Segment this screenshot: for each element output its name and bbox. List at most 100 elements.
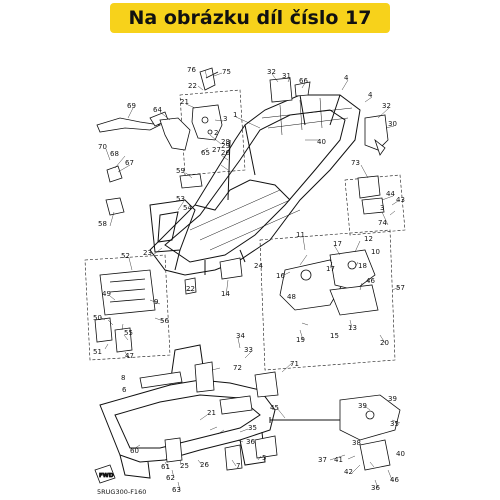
part-59 bbox=[179, 173, 203, 189]
banner-title: Na obrázku díl číslo 17 bbox=[128, 7, 372, 29]
callout-label: 20 bbox=[380, 339, 389, 347]
cover-group-11 bbox=[279, 249, 379, 316]
callout-label: 40 bbox=[396, 450, 405, 458]
callout-label: 62 bbox=[166, 474, 175, 482]
callout-label: 17 bbox=[326, 265, 335, 273]
fwd-marker: FWD bbox=[94, 464, 116, 484]
part-68 bbox=[106, 165, 123, 183]
callout-label: 26 bbox=[221, 149, 230, 157]
callout-label: 65 bbox=[201, 149, 210, 157]
callout-label: 46 bbox=[366, 277, 375, 285]
callout-label: 35 bbox=[390, 420, 399, 428]
callout-label: 70 bbox=[98, 143, 107, 151]
title-banner: Na obrázku díl číslo 17 bbox=[110, 3, 390, 33]
callout-label: 52 bbox=[121, 252, 130, 260]
callout-label: 22 bbox=[188, 82, 197, 90]
callout-label: 25 bbox=[180, 462, 189, 470]
bracket-30 bbox=[364, 114, 389, 156]
frame-crossmembers bbox=[189, 97, 353, 251]
callout-label: 44 bbox=[386, 190, 395, 198]
callout-label: 36 bbox=[246, 438, 255, 446]
callout-label: 2 bbox=[214, 129, 218, 137]
callout-label: 47 bbox=[125, 352, 134, 360]
callout-label: 3 bbox=[380, 204, 384, 212]
callout-label: 12 bbox=[364, 235, 373, 243]
lower-frame-details bbox=[139, 361, 279, 471]
callout-label: 21 bbox=[180, 98, 189, 106]
callout-label: 30 bbox=[388, 120, 397, 128]
callout-label: 21 bbox=[207, 409, 216, 417]
callout-label: 6 bbox=[122, 386, 127, 394]
cover-64 bbox=[159, 117, 191, 151]
callout-label: 61 bbox=[161, 463, 170, 471]
callout-label: 46 bbox=[390, 476, 399, 484]
callout-label: 5 bbox=[262, 454, 266, 462]
callout-label: 68 bbox=[110, 150, 119, 158]
callout-label: 29 bbox=[221, 142, 230, 150]
callout-label: 15 bbox=[330, 332, 339, 340]
callout-label: 36 bbox=[371, 484, 380, 492]
part-58 bbox=[105, 197, 125, 216]
callout-label: 14 bbox=[221, 290, 230, 298]
leader-lines bbox=[99, 69, 401, 491]
callout-label: 57 bbox=[396, 284, 405, 292]
callout-label: 27 bbox=[212, 146, 221, 154]
footrest-group-52 bbox=[94, 269, 156, 353]
group-borders bbox=[84, 89, 406, 371]
callout-label: 50 bbox=[93, 314, 102, 322]
callout-label: 72 bbox=[233, 364, 242, 372]
callout-label: 38 bbox=[352, 439, 361, 447]
callout-label: 59 bbox=[176, 167, 185, 175]
callout-label: 16 bbox=[276, 272, 285, 280]
bracket-57 bbox=[184, 257, 243, 295]
callout-label: 41 bbox=[334, 456, 343, 464]
callout-label: 39 bbox=[358, 402, 367, 410]
callout-label: 19 bbox=[296, 336, 305, 344]
callout-label: 76 bbox=[187, 66, 196, 74]
callout-label: 22 bbox=[186, 285, 195, 293]
callout-label: 42 bbox=[344, 468, 353, 476]
callout-label: 43 bbox=[396, 196, 405, 204]
callout-label: 7 bbox=[236, 462, 240, 470]
callout-label: 64 bbox=[153, 106, 162, 114]
callout-label: 4 bbox=[368, 91, 373, 99]
callout-label: 11 bbox=[296, 231, 305, 239]
callout-label: 3 bbox=[223, 115, 227, 123]
callout-label: 10 bbox=[371, 248, 380, 256]
callout-labels: 76 75 22 21 32 31 66 4 4 32 1 69 64 3 30… bbox=[93, 66, 405, 494]
callout-label: 66 bbox=[299, 77, 308, 85]
bracket-3 bbox=[191, 104, 223, 141]
callout-label: 18 bbox=[358, 262, 367, 270]
callout-label: 55 bbox=[124, 329, 133, 337]
callout-label: 63 bbox=[172, 486, 181, 494]
callout-label: 54 bbox=[183, 204, 192, 212]
callout-label: 31 bbox=[282, 72, 291, 80]
callout-label: 35 bbox=[248, 424, 257, 432]
callout-label: 33 bbox=[244, 346, 253, 354]
rod-45 bbox=[269, 417, 350, 423]
callout-label: 24 bbox=[254, 262, 263, 270]
callout-label: 58 bbox=[98, 220, 107, 228]
bracket-37 bbox=[339, 394, 401, 471]
callout-label: 17 bbox=[333, 240, 342, 248]
callout-label: 39 bbox=[388, 395, 397, 403]
callout-label: 51 bbox=[93, 348, 102, 356]
callout-label: 13 bbox=[348, 324, 357, 332]
callout-label: 8 bbox=[121, 374, 125, 382]
callout-label: 69 bbox=[127, 102, 136, 110]
bracket-69 bbox=[96, 111, 169, 133]
callout-label: 32 bbox=[382, 102, 391, 110]
callout-label: 56 bbox=[160, 317, 169, 325]
bracket-31 bbox=[269, 77, 311, 103]
main-frame bbox=[149, 94, 361, 276]
bracket-76 bbox=[199, 67, 219, 91]
callout-label: 49 bbox=[102, 290, 111, 298]
callout-label: 53 bbox=[176, 195, 185, 203]
callout-label: 71 bbox=[290, 360, 299, 368]
callout-label: 1 bbox=[233, 111, 237, 119]
callout-label: 37 bbox=[318, 456, 327, 464]
lower-frame bbox=[99, 344, 276, 479]
bracket-73 bbox=[357, 175, 385, 215]
diagram-code: 5RUG300-F160 bbox=[97, 488, 146, 496]
